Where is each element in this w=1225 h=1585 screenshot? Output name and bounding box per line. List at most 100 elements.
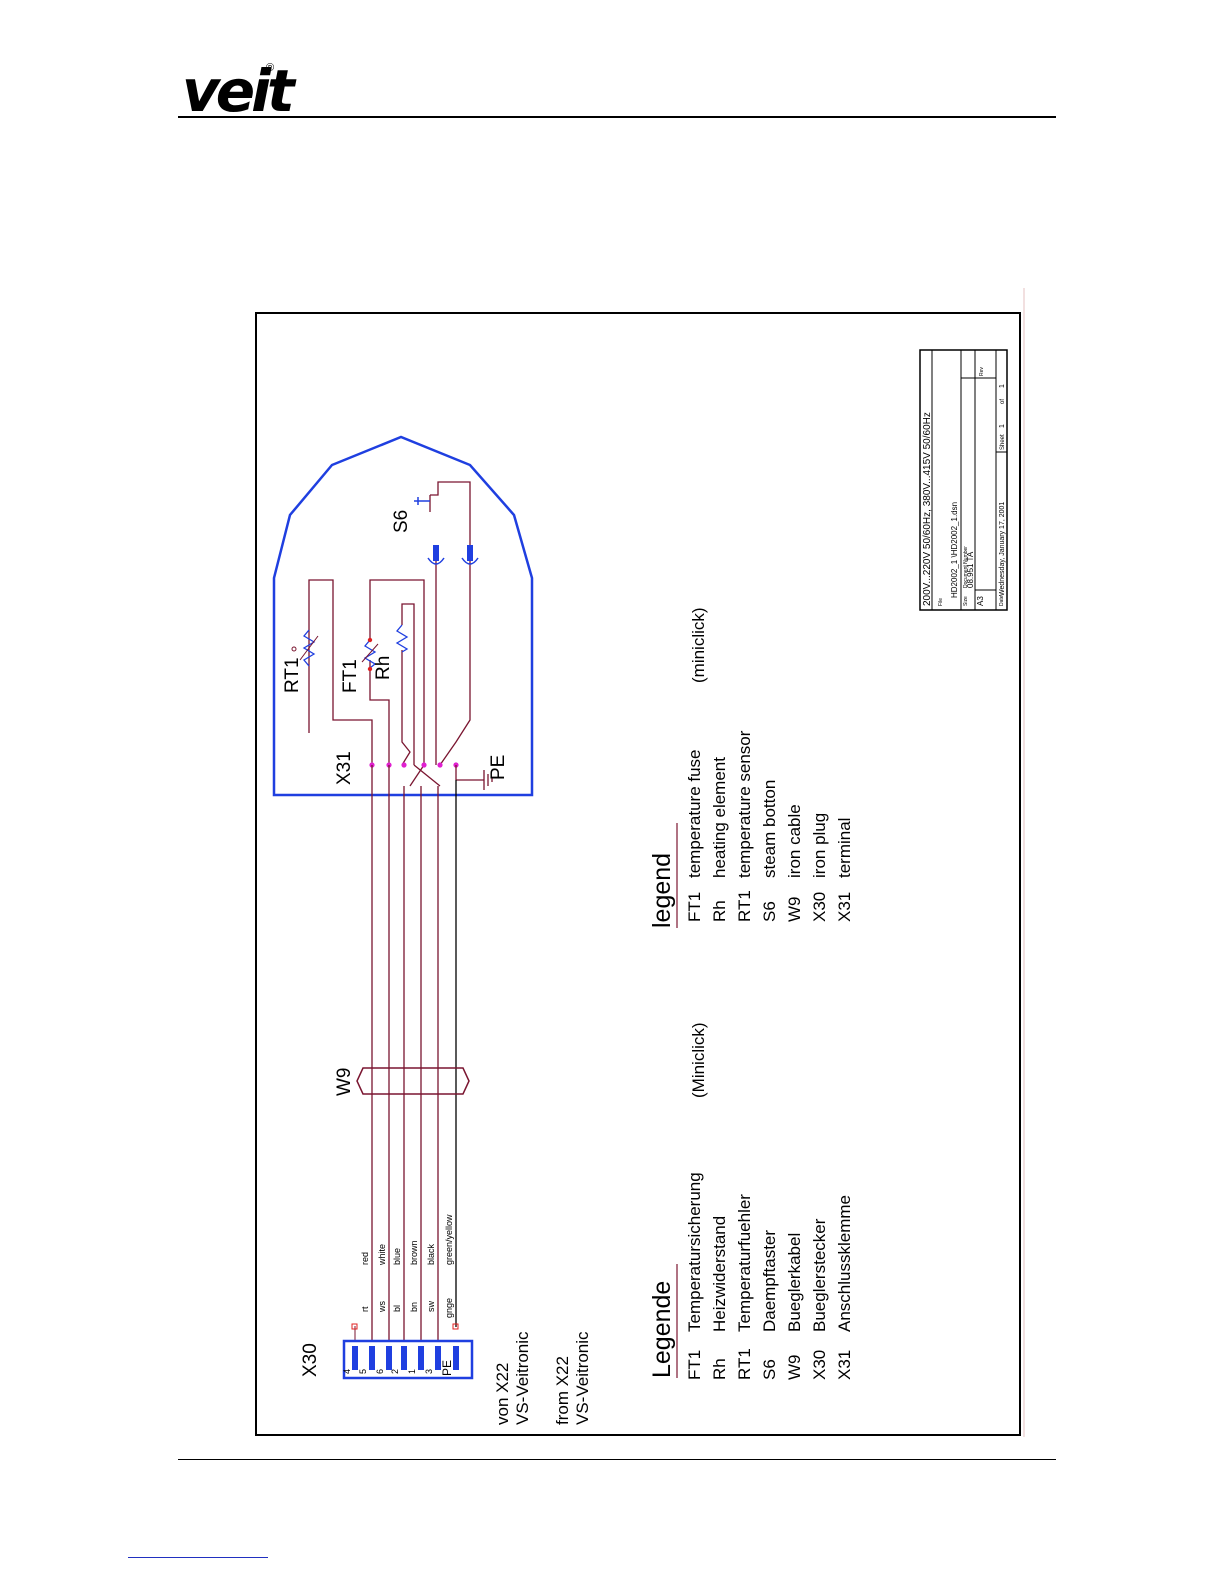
wire-color-name: red [360, 1252, 370, 1265]
header-rule [178, 116, 1056, 118]
legend-text: Bueglerstecker [810, 1218, 829, 1332]
internal-wiring [308, 481, 471, 787]
legend-note: (Miniclick) [689, 1022, 708, 1098]
legend-text: Anschlussklemme [835, 1195, 854, 1332]
fuse-ft1-node-a [367, 637, 373, 643]
cable-w9-wires [371, 765, 439, 1340]
legend-title: Legende [648, 1281, 676, 1378]
legend-text: Heizwiderstand [710, 1216, 729, 1332]
title-voltage: 200V...220V 50/60Hz, 380V...415V 50/60Hz [922, 412, 933, 606]
legend-text: Temperatursicherung [685, 1172, 704, 1332]
label-x30: X30 [300, 1343, 321, 1377]
legend-code: FT1 [685, 1350, 704, 1380]
wire-code: bl [392, 1305, 402, 1312]
source-de-line1: von X22 [493, 1363, 512, 1425]
title-of: 1 [999, 384, 1006, 388]
wire-code: bn [409, 1302, 419, 1312]
title-file-label: File [938, 598, 944, 606]
wire-code: gnge [444, 1298, 454, 1318]
plug-pin-numbers: 4 5 6 2 1 3 PE [342, 1360, 454, 1376]
legend-text: temperature fuse [685, 749, 704, 878]
wire-color-name: black [426, 1243, 436, 1265]
legend-note: (miniclick) [689, 607, 708, 683]
fuse-ft1-node-b [367, 666, 373, 672]
title-date: Wednesday, January 17, 2001 [999, 502, 1006, 596]
wire-color-name: green/yellow [444, 1214, 454, 1265]
title-date-label: Date [999, 595, 1005, 606]
legend-text: steam botton [760, 780, 779, 878]
label-s6: S6 [391, 510, 412, 533]
title-size-label: Size [963, 596, 969, 606]
title-sheet-label: Sheet [1000, 434, 1006, 450]
legend-text: Bueglerkabel [785, 1233, 804, 1332]
wire-labels: rt ws bl bn sw gnge red white blue brown… [360, 1214, 454, 1318]
open-pin-markers [351, 1323, 459, 1330]
legend-code: FT1 [685, 892, 704, 922]
registered-mark: ® [266, 62, 275, 74]
sensor-rt1-symbol [302, 629, 316, 667]
legend-text: terminal [835, 818, 854, 878]
title-file-name: HD2002_1 \HD2002_1.dsn [950, 502, 959, 598]
title-doc-number: 08.951 TA [966, 551, 975, 588]
pin-number: 3 [424, 1369, 434, 1374]
legend-title: legend [648, 853, 676, 928]
pin-number: 2 [390, 1369, 400, 1374]
wire-code: ws [377, 1301, 387, 1313]
legend-text: Temperaturfuehler [735, 1194, 754, 1332]
cable-w9-sleeve [356, 1067, 470, 1095]
legend-text: heating element [710, 757, 729, 878]
sensor-rt1-dot [291, 646, 297, 652]
pin-number: 1 [407, 1369, 417, 1374]
heater-rh-symbol [395, 624, 409, 653]
plug-x30-pins [352, 1346, 459, 1370]
plug-x30-body [342, 1339, 474, 1380]
source-de-line2: VS-Veitronic [513, 1331, 532, 1425]
title-size: A3 [976, 596, 985, 606]
steam-button-s6-symbol [414, 497, 479, 565]
footnote-rule [128, 1557, 268, 1558]
legend-code: Rh [710, 1358, 729, 1380]
legend-code: RT1 [735, 890, 754, 922]
legend-code: X30 [810, 1350, 829, 1380]
legend-text: iron plug [810, 813, 829, 878]
label-w9: W9 [334, 1068, 355, 1097]
legend-code: RT1 [735, 1348, 754, 1380]
legend-text: Daempftaster [760, 1230, 779, 1332]
title-rev-label: Rev [979, 367, 985, 376]
veit-logo: veit ® [182, 62, 295, 120]
logo-text: veit [182, 57, 295, 125]
pin-number: 6 [375, 1369, 385, 1374]
source-en-line2: VS-Veitronic [573, 1331, 592, 1425]
earth-symbol [455, 765, 493, 790]
legend-code: X31 [835, 892, 854, 922]
fuse-ft1-arrow [361, 643, 379, 663]
label-x31: X31 [334, 751, 355, 785]
wire-color-name: blue [392, 1248, 402, 1265]
legend-code: X30 [810, 892, 829, 922]
iron-housing-outline [272, 435, 534, 797]
legend-code: W9 [785, 897, 804, 923]
legend-text: iron cable [785, 804, 804, 878]
title-block: 200V...220V 50/60Hz, 380V...415V 50/60Hz… [919, 349, 1008, 611]
label-ft1: FT1 [340, 659, 361, 693]
legend-code: W9 [785, 1355, 804, 1381]
legend-code: S6 [760, 901, 779, 922]
drawing-frame [255, 312, 1021, 1436]
wire-color-name: white [377, 1244, 387, 1266]
wire-color-name: brown [409, 1240, 419, 1265]
title-doc-label: Document Number [963, 546, 969, 588]
title-sheet: 1 [999, 424, 1006, 428]
sensor-rt1-arrow [299, 635, 319, 661]
source-en-line1: from X22 [553, 1356, 572, 1425]
source-labels: von X22 VS-Veitronic from X22 VS-Veitron… [493, 1331, 592, 1425]
legend-german: Legende FT1 Rh RT1 S6 W9 X30 X31 Tempera… [648, 1022, 854, 1380]
label-pe: PE [488, 755, 509, 780]
label-rh: Rh [373, 656, 394, 680]
wire-code: sw [426, 1301, 436, 1313]
pin-number: PE [440, 1360, 454, 1376]
legend-english: legend FT1 Rh RT1 S6 W9 X30 X31 temperat… [648, 607, 854, 928]
legend-code: Rh [710, 900, 729, 922]
fuse-ft1-symbol [363, 639, 377, 669]
